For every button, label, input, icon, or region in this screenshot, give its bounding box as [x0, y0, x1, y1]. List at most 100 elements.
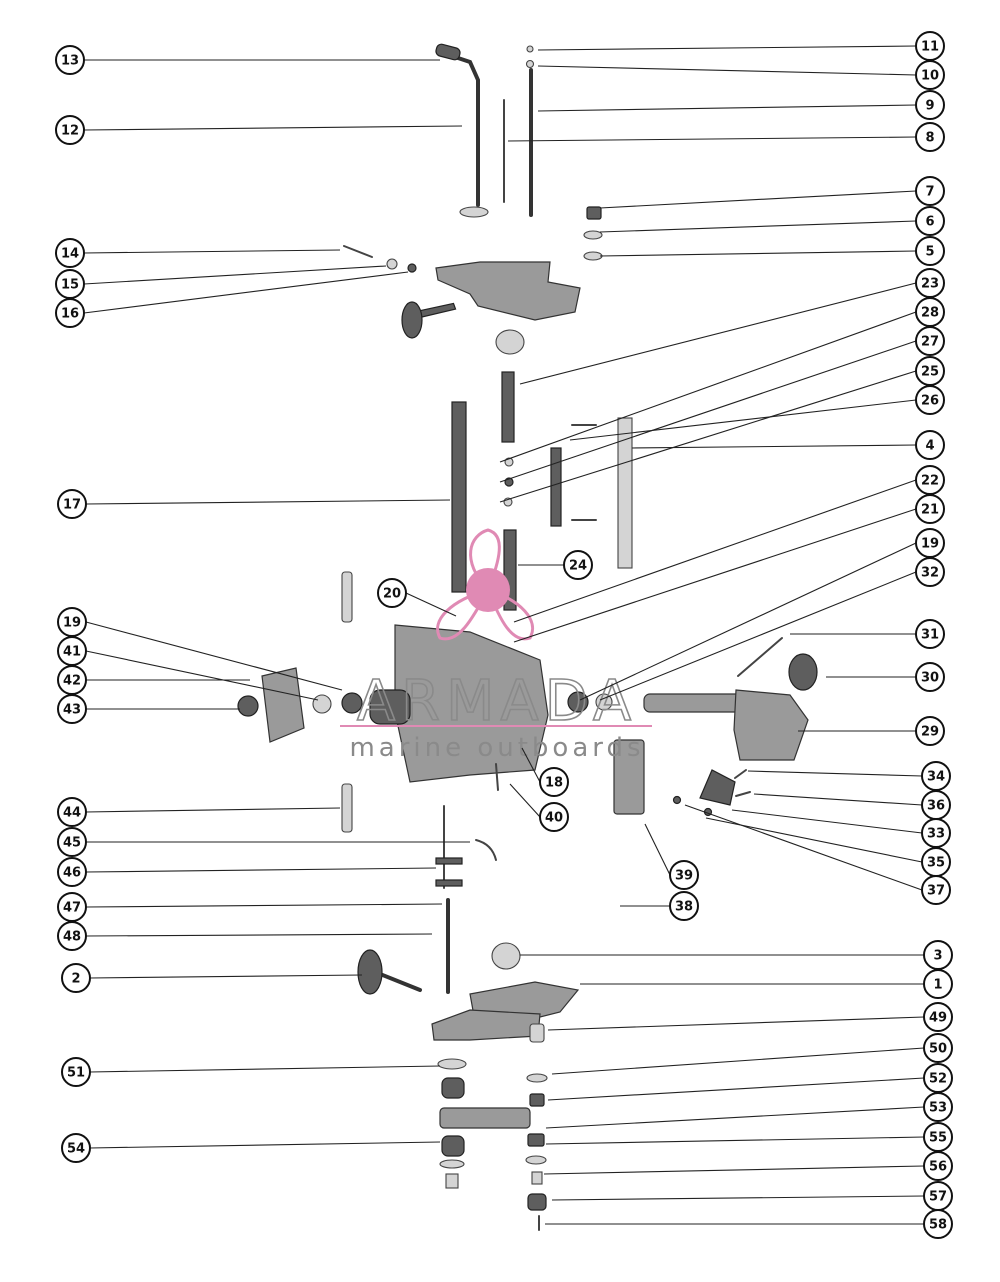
leader-line [537, 104, 917, 112]
callout-label: 37 [927, 884, 945, 899]
callout-circle [921, 875, 951, 905]
callout-label: 29 [921, 725, 939, 740]
swivel-housing [394, 624, 549, 783]
leader-line [569, 399, 917, 441]
callout-circle [61, 963, 91, 993]
callout-label: 22 [921, 474, 939, 489]
callout-circle [915, 619, 945, 649]
callout-label: 18 [545, 776, 563, 791]
leader-line [551, 1195, 925, 1201]
washer-50 [526, 1073, 548, 1083]
callout-circle [57, 797, 87, 827]
pin-34 [734, 769, 747, 779]
callout-label: 11 [921, 40, 939, 55]
bolt-14 [343, 245, 373, 258]
callout-circle [915, 176, 945, 206]
ring-19 [341, 692, 363, 714]
callout-circle [669, 891, 699, 921]
callout-label: 10 [921, 69, 939, 84]
callout-label: 39 [675, 869, 693, 884]
callout-circle [55, 238, 85, 268]
lower-clamp-arm [431, 1009, 541, 1041]
nut-55 [527, 1133, 545, 1147]
callout-circle [61, 1133, 91, 1163]
callout-circle [55, 115, 85, 145]
callout-label: 52 [929, 1072, 947, 1087]
leader-line [405, 592, 457, 617]
callout-label: 24 [569, 559, 587, 574]
small-washer [526, 45, 534, 53]
callout-label: 2 [71, 972, 80, 987]
nut-43 [237, 695, 259, 717]
callout-circle [915, 494, 945, 524]
leader-line [85, 650, 319, 701]
leader-line [513, 479, 917, 623]
leader-line [85, 933, 433, 937]
callout-label: 48 [63, 930, 81, 945]
washer-51 [437, 1058, 467, 1070]
leader-line [89, 1065, 441, 1073]
nut-7 [586, 206, 602, 220]
callout-label: 25 [921, 365, 939, 380]
washer-5 [583, 251, 603, 261]
leader-line [545, 1106, 925, 1129]
callout-circle [915, 206, 945, 236]
callout-label: 23 [921, 277, 939, 292]
upper-clamp-bracket [435, 261, 581, 321]
leader-line [89, 974, 363, 979]
leader-line [83, 125, 463, 131]
callout-circle [915, 430, 945, 460]
callout-label: 12 [61, 124, 79, 139]
callout-circle [57, 857, 87, 887]
spacer-49 [529, 1023, 545, 1043]
pad-disc [495, 329, 525, 355]
leader-line [543, 1165, 925, 1175]
callout-circle [915, 236, 945, 266]
screw-56 [531, 1171, 543, 1185]
callout-label: 15 [61, 278, 79, 293]
callout-circle [915, 557, 945, 587]
callout-label: 35 [927, 856, 945, 871]
callout-label: 53 [929, 1101, 947, 1116]
washer-56 [525, 1155, 547, 1165]
leader-line [547, 1016, 925, 1031]
spring-45 [475, 839, 497, 861]
leader-line [631, 444, 917, 449]
shaft-upper [501, 371, 515, 443]
clip-46b [435, 879, 463, 887]
callout-circle [57, 489, 87, 519]
pin-top [341, 571, 353, 623]
callout-label: 44 [63, 806, 81, 821]
callout-circle [915, 662, 945, 692]
callout-label: 19 [921, 537, 939, 552]
callout-label: 50 [929, 1042, 947, 1057]
callout-circle [61, 1057, 91, 1087]
leader-line [521, 747, 541, 783]
leader-line [599, 250, 917, 257]
ring-32 [567, 691, 589, 713]
nut-16 [407, 263, 417, 273]
leader-line [89, 1141, 441, 1149]
leader-line [83, 249, 341, 254]
cap-51 [441, 1077, 465, 1099]
callout-circle [57, 827, 87, 857]
leader-line [85, 867, 437, 873]
callout-label: 45 [63, 836, 81, 851]
rod-31 [737, 637, 783, 677]
callout-circle [669, 860, 699, 890]
callout-label: 5 [925, 245, 934, 260]
tilt-arm-29 [733, 689, 809, 761]
callout-label: 36 [927, 799, 945, 814]
small-ring [525, 59, 535, 69]
leader-line [599, 220, 917, 233]
watermark-title: ARMADA [357, 669, 637, 734]
callout-label: 43 [63, 703, 81, 718]
leader-line [684, 804, 923, 891]
callout-circle [923, 1151, 953, 1181]
leader-line [513, 508, 917, 643]
watermark-subtitle: marine outboards [349, 733, 644, 763]
callout-label: 26 [921, 394, 939, 409]
cap-54 [441, 1135, 465, 1157]
screw-54 [445, 1173, 459, 1189]
rod-grip [435, 43, 461, 61]
